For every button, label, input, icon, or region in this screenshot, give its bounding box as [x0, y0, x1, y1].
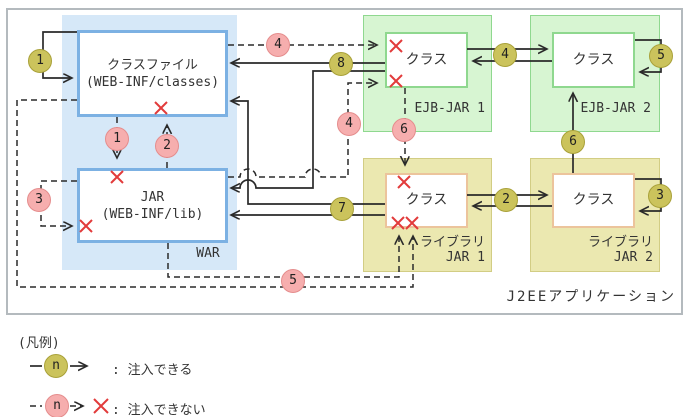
jar-box: JAR (WEB-INF/lib) — [77, 168, 228, 243]
arrow-jar-self-blocked — [40, 180, 77, 226]
classfile-box-title: クラスファイル — [107, 57, 198, 73]
arrow-ejb1class-to-jar — [232, 70, 385, 188]
ejb-jar-2-class-label: クラス — [572, 51, 615, 68]
library-jar-2-area-label: ライブラリ JAR 2 — [535, 235, 653, 265]
legend-can-badge: n — [44, 354, 68, 378]
legend-cannot-badge: n — [45, 394, 69, 417]
legend-title: (凡例) — [18, 336, 60, 351]
badge-cannot-4b: 4 — [337, 112, 361, 136]
badge-can-4: 4 — [493, 43, 517, 67]
badge-cannot-5: 5 — [281, 269, 305, 293]
x-mark-ejb1class-bottom — [389, 74, 403, 88]
badge-can-1: 1 — [28, 49, 52, 73]
jar-box-title: JAR — [140, 189, 165, 205]
ejb-jar-1-area-label: EJB-JAR 1 — [414, 101, 485, 116]
library-jar-1-area-label: ライブラリ JAR 1 — [368, 235, 485, 265]
x-mark-jar-top — [110, 170, 124, 184]
badge-cannot-4a: 4 — [266, 33, 290, 57]
badge-can-2: 2 — [494, 188, 518, 212]
classfile-box-path: (WEB-INF/classes) — [85, 74, 220, 90]
arrow-classfile-to-lib1class-blocked — [16, 99, 413, 288]
arrow-jar-to-lib1class-blocked — [167, 237, 399, 278]
legend-can-text: : 注入できる — [112, 363, 193, 378]
ejb-jar-2-area-label: EJB-JAR 2 — [580, 101, 651, 116]
ejb-jar-2-class-box: クラス — [552, 32, 635, 88]
badge-cannot-6: 6 — [392, 118, 416, 142]
library-jar-1-label-line1: ライブラリ — [419, 235, 485, 250]
arrow-jar-to-ejb1class-blocked — [228, 83, 376, 178]
war-area-label: WAR — [196, 246, 220, 261]
legend-cannot-text: : 注入できない — [112, 403, 206, 417]
x-mark-ejb1class-top — [389, 39, 403, 53]
classfile-box: クラスファイル (WEB-INF/classes) — [77, 30, 228, 117]
badge-can-6: 6 — [561, 130, 585, 154]
library-jar-2-class-box: クラス — [552, 173, 635, 228]
jar-box-path: (WEB-INF/lib) — [101, 206, 204, 222]
badge-can-5: 5 — [649, 44, 673, 68]
library-jar-1-class-box: クラス — [385, 173, 468, 228]
x-mark-jar-left — [79, 219, 93, 233]
x-mark-classfile-bottom — [154, 101, 168, 115]
library-jar-1-class-label: クラス — [405, 192, 448, 208]
ejb-jar-1-class-label: クラス — [405, 51, 448, 68]
x-mark-lib1class-top — [397, 175, 411, 189]
badge-can-7: 7 — [330, 197, 354, 221]
x-mark-lib1class-bottom-1 — [391, 216, 405, 230]
library-jar-2-label-line2: JAR 2 — [613, 250, 653, 265]
library-jar-2-label-line1: ライブラリ — [587, 235, 653, 250]
library-jar-2-class-label: クラス — [572, 192, 615, 208]
badge-cannot-2: 2 — [155, 134, 179, 158]
arrow-lib1class-to-classfile — [232, 101, 385, 205]
legend-x-mark — [93, 398, 109, 414]
j2ee-application-label: J2EEアプリケーション — [506, 289, 676, 305]
badge-cannot-1: 1 — [105, 127, 129, 151]
library-jar-1-label-line2: JAR 1 — [445, 250, 485, 265]
badge-can-3: 3 — [648, 184, 672, 208]
badge-can-8: 8 — [329, 52, 353, 76]
badge-cannot-3: 3 — [27, 188, 51, 212]
x-mark-lib1class-bottom-2 — [405, 216, 419, 230]
